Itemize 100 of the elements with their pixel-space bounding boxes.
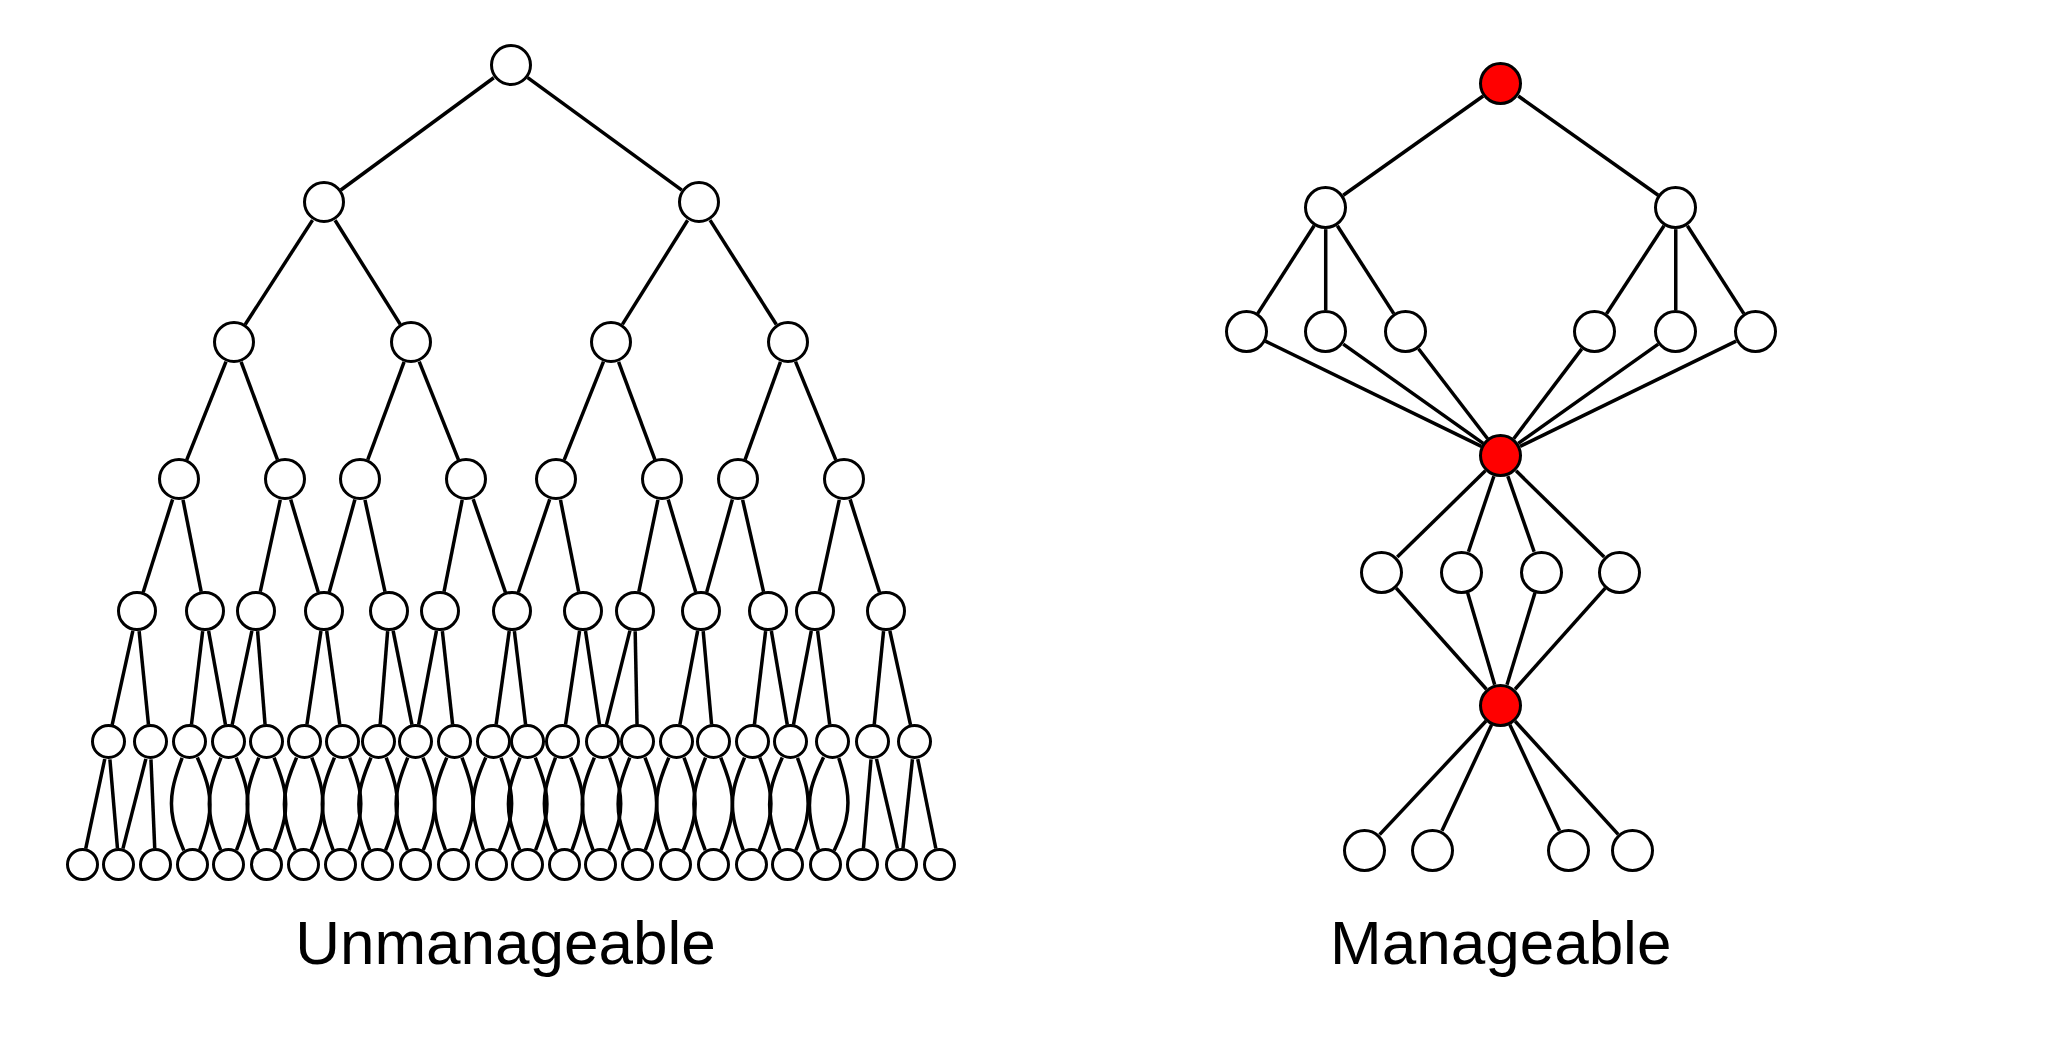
graph-node bbox=[489, 44, 532, 87]
graph-node bbox=[547, 848, 581, 882]
connector-line bbox=[442, 499, 464, 592]
connector-line bbox=[607, 757, 623, 851]
connector-line bbox=[616, 757, 632, 851]
connector-line bbox=[230, 630, 254, 726]
connector-line bbox=[255, 631, 267, 725]
graph-node bbox=[249, 848, 283, 882]
graph-node bbox=[212, 848, 246, 882]
connector-line bbox=[258, 499, 282, 593]
connector-line bbox=[309, 757, 325, 851]
connector-line bbox=[137, 631, 151, 725]
connector-line bbox=[542, 757, 558, 851]
connector-line bbox=[794, 757, 810, 851]
graph-node bbox=[420, 591, 461, 632]
connector-line bbox=[769, 630, 789, 725]
graph-node bbox=[361, 724, 397, 760]
graph-node bbox=[535, 458, 578, 501]
connector-line bbox=[108, 759, 120, 849]
graph-node bbox=[339, 458, 382, 501]
connector-line bbox=[666, 498, 698, 593]
graph-node bbox=[492, 591, 532, 632]
graph-node bbox=[584, 724, 620, 760]
connector-line bbox=[1256, 224, 1316, 315]
connector-line bbox=[888, 630, 913, 726]
graph-node bbox=[716, 458, 759, 501]
connector-line bbox=[459, 757, 475, 851]
connector-line bbox=[471, 498, 508, 593]
graph-node bbox=[590, 321, 633, 364]
graph-node bbox=[681, 591, 722, 632]
graph-node bbox=[584, 848, 618, 882]
graph-node bbox=[677, 181, 720, 224]
connector-line bbox=[604, 630, 632, 726]
graph-node bbox=[696, 848, 730, 882]
connector-line bbox=[1514, 469, 1606, 559]
connector-line bbox=[506, 757, 522, 851]
graph-node bbox=[248, 724, 284, 760]
graph-node bbox=[808, 848, 842, 882]
connector-line bbox=[185, 361, 228, 461]
graph-node bbox=[795, 591, 835, 632]
connector-line bbox=[832, 757, 850, 852]
graph-node bbox=[303, 591, 344, 632]
graph-node bbox=[436, 848, 470, 882]
graph-node bbox=[1479, 683, 1523, 727]
connector-line bbox=[357, 756, 373, 851]
connector-line bbox=[1508, 724, 1562, 832]
graph-node bbox=[814, 724, 850, 760]
graph-node bbox=[1343, 828, 1387, 872]
graph-node bbox=[360, 848, 394, 882]
graph-node bbox=[619, 724, 655, 760]
graph-node bbox=[185, 591, 226, 632]
graph-node bbox=[865, 591, 906, 632]
graph-node bbox=[1360, 550, 1404, 594]
connector-line bbox=[1323, 229, 1328, 311]
connector-line bbox=[743, 361, 783, 461]
graph-node bbox=[132, 724, 168, 760]
connector-line bbox=[719, 757, 735, 851]
graph-node bbox=[138, 848, 172, 882]
connector-line bbox=[333, 219, 402, 326]
connector-line bbox=[394, 757, 410, 851]
connector-line bbox=[1440, 724, 1494, 832]
connector-line bbox=[1506, 475, 1536, 553]
connector-line bbox=[1465, 592, 1497, 686]
connector-line bbox=[692, 757, 708, 851]
connector-line bbox=[793, 360, 838, 461]
graph-node bbox=[1440, 550, 1484, 594]
connector-line bbox=[916, 758, 938, 849]
graph-node bbox=[263, 458, 306, 501]
connector-line bbox=[516, 498, 552, 593]
graph-node bbox=[845, 848, 879, 882]
graph-node bbox=[171, 724, 207, 760]
graph-node bbox=[65, 848, 99, 882]
connector-line bbox=[245, 757, 261, 851]
connector-line bbox=[383, 757, 400, 851]
connector-line bbox=[289, 498, 320, 593]
connector-line bbox=[757, 757, 773, 851]
connector-line bbox=[1517, 94, 1660, 197]
connector-line bbox=[1505, 592, 1537, 686]
connector-line bbox=[327, 499, 357, 593]
graph-node bbox=[771, 848, 805, 882]
connector-line bbox=[848, 498, 882, 593]
connector-line bbox=[791, 630, 813, 725]
connector-line bbox=[701, 631, 714, 725]
graph-node bbox=[734, 724, 770, 760]
connector-line bbox=[416, 630, 439, 725]
graph-node bbox=[896, 724, 932, 760]
connector-line bbox=[872, 631, 886, 725]
connector-line bbox=[558, 499, 581, 592]
graph-node bbox=[855, 724, 890, 760]
connector-line bbox=[620, 219, 690, 326]
graph-node bbox=[212, 321, 255, 364]
connector-line bbox=[654, 756, 671, 851]
graph-node bbox=[1383, 310, 1427, 354]
connector-line bbox=[432, 756, 449, 851]
connector-line bbox=[1513, 720, 1620, 836]
connector-line bbox=[1394, 586, 1488, 691]
connector-line bbox=[149, 759, 157, 849]
connector-line bbox=[189, 630, 205, 725]
connector-line bbox=[206, 630, 228, 725]
connector-line bbox=[861, 759, 873, 849]
